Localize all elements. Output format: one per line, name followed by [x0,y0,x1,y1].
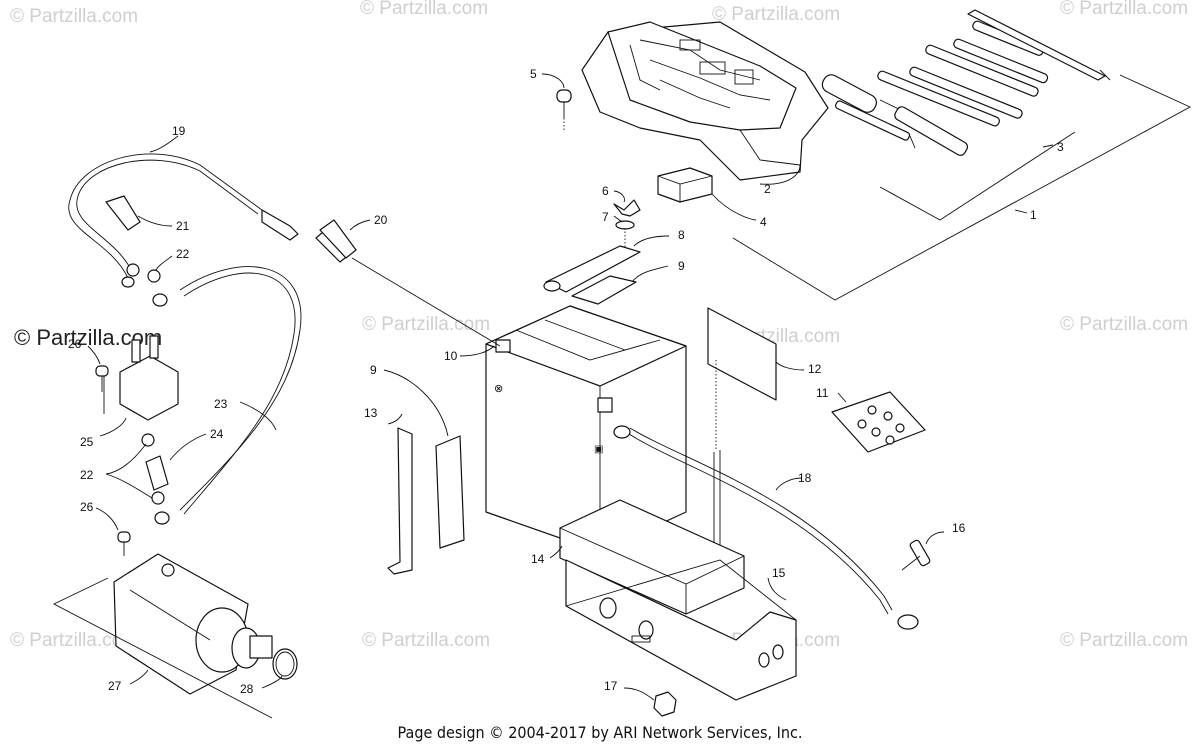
watermark: © Partzilla.com [1060,630,1188,651]
tool-tray [581,21,829,181]
callout-7: 7 [602,210,609,224]
bolt [901,539,931,571]
cable [68,153,299,288]
watermark-layer: © Partzilla.com © Partzilla.com © Partzi… [10,0,1188,651]
nut [126,263,140,277]
starter-motor [113,553,273,695]
battery-cable [613,425,919,630]
nut [151,491,165,505]
starter-bracket-line [52,577,273,719]
battery: ⊗ ▣ [485,305,687,553]
callout-3: 3 [1057,140,1064,154]
tool-set [821,9,1111,156]
callout-10: 10 [444,349,458,363]
callout-11: 11 [816,386,829,400]
svg-text:⊗: ⊗ [494,383,503,395]
watermark: © Partzilla.com [10,6,138,27]
callout-28: 28 [240,682,254,696]
foam-strip [571,275,637,305]
wing-nut [613,199,641,250]
callout-labels: 1 2 3 4 5 6 7 8 9 9 10 11 12 13 14 15 16… [68,67,1064,696]
callout-18: 18 [798,471,812,485]
screw [95,365,131,556]
callout-1: 1 [1030,208,1037,222]
callout-2: 2 [764,182,771,196]
callout-26: 26 [80,500,94,514]
callout-22: 22 [176,247,190,261]
callout-17: 17 [604,679,618,693]
watermark: © Partzilla.com [1060,314,1188,335]
terminal-boot [145,455,169,491]
terminal-boot [105,195,141,231]
callout-24: 24 [210,427,224,441]
o-ring [272,648,298,680]
screw [556,89,572,132]
callout-22: 22 [80,468,94,482]
callout-12: 12 [808,362,822,376]
cable [152,266,302,525]
nut [147,269,161,283]
leader-lines [87,73,945,701]
callout-25: 25 [80,435,94,449]
callout-19: 19 [172,124,186,138]
callout-20: 20 [374,213,388,227]
battery-tray [565,559,797,701]
callout-16: 16 [952,521,966,535]
foam-base [559,499,745,615]
callout-23: 23 [214,397,228,411]
callout-4: 4 [760,215,767,229]
svg-text:▣: ▣ [594,444,603,455]
callout-13: 13 [364,406,378,420]
mounting-bracket [387,427,413,575]
page-footer: Page design © 2004-2017 by ARI Network S… [398,723,803,742]
nut [141,433,155,447]
watermark: © Partzilla.com [362,630,490,651]
watermark: © Partzilla.com [360,0,488,19]
watermark: © Partzilla.com [10,630,138,651]
callout-21: 21 [176,219,190,233]
watermark: © Partzilla.com [362,314,490,335]
callout-15: 15 [772,566,786,580]
callout-27: 27 [108,679,122,693]
foam-strip [435,435,465,549]
nut [653,691,677,717]
tool-kit-bracket [732,74,1192,301]
decal [707,307,777,401]
callout-6: 6 [602,184,609,198]
callout-9: 9 [678,259,685,273]
callout-14: 14 [531,552,545,566]
callout-9: 9 [370,363,377,377]
watermark: © Partzilla.com [1060,0,1188,19]
callout-5: 5 [530,67,537,81]
starter-solenoid [103,335,179,421]
callout-8: 8 [678,228,685,242]
callout-26: 26 [68,337,82,351]
foam-pad [657,167,713,203]
watermark: © Partzilla.com [712,4,840,25]
hardware-kit [831,391,926,453]
